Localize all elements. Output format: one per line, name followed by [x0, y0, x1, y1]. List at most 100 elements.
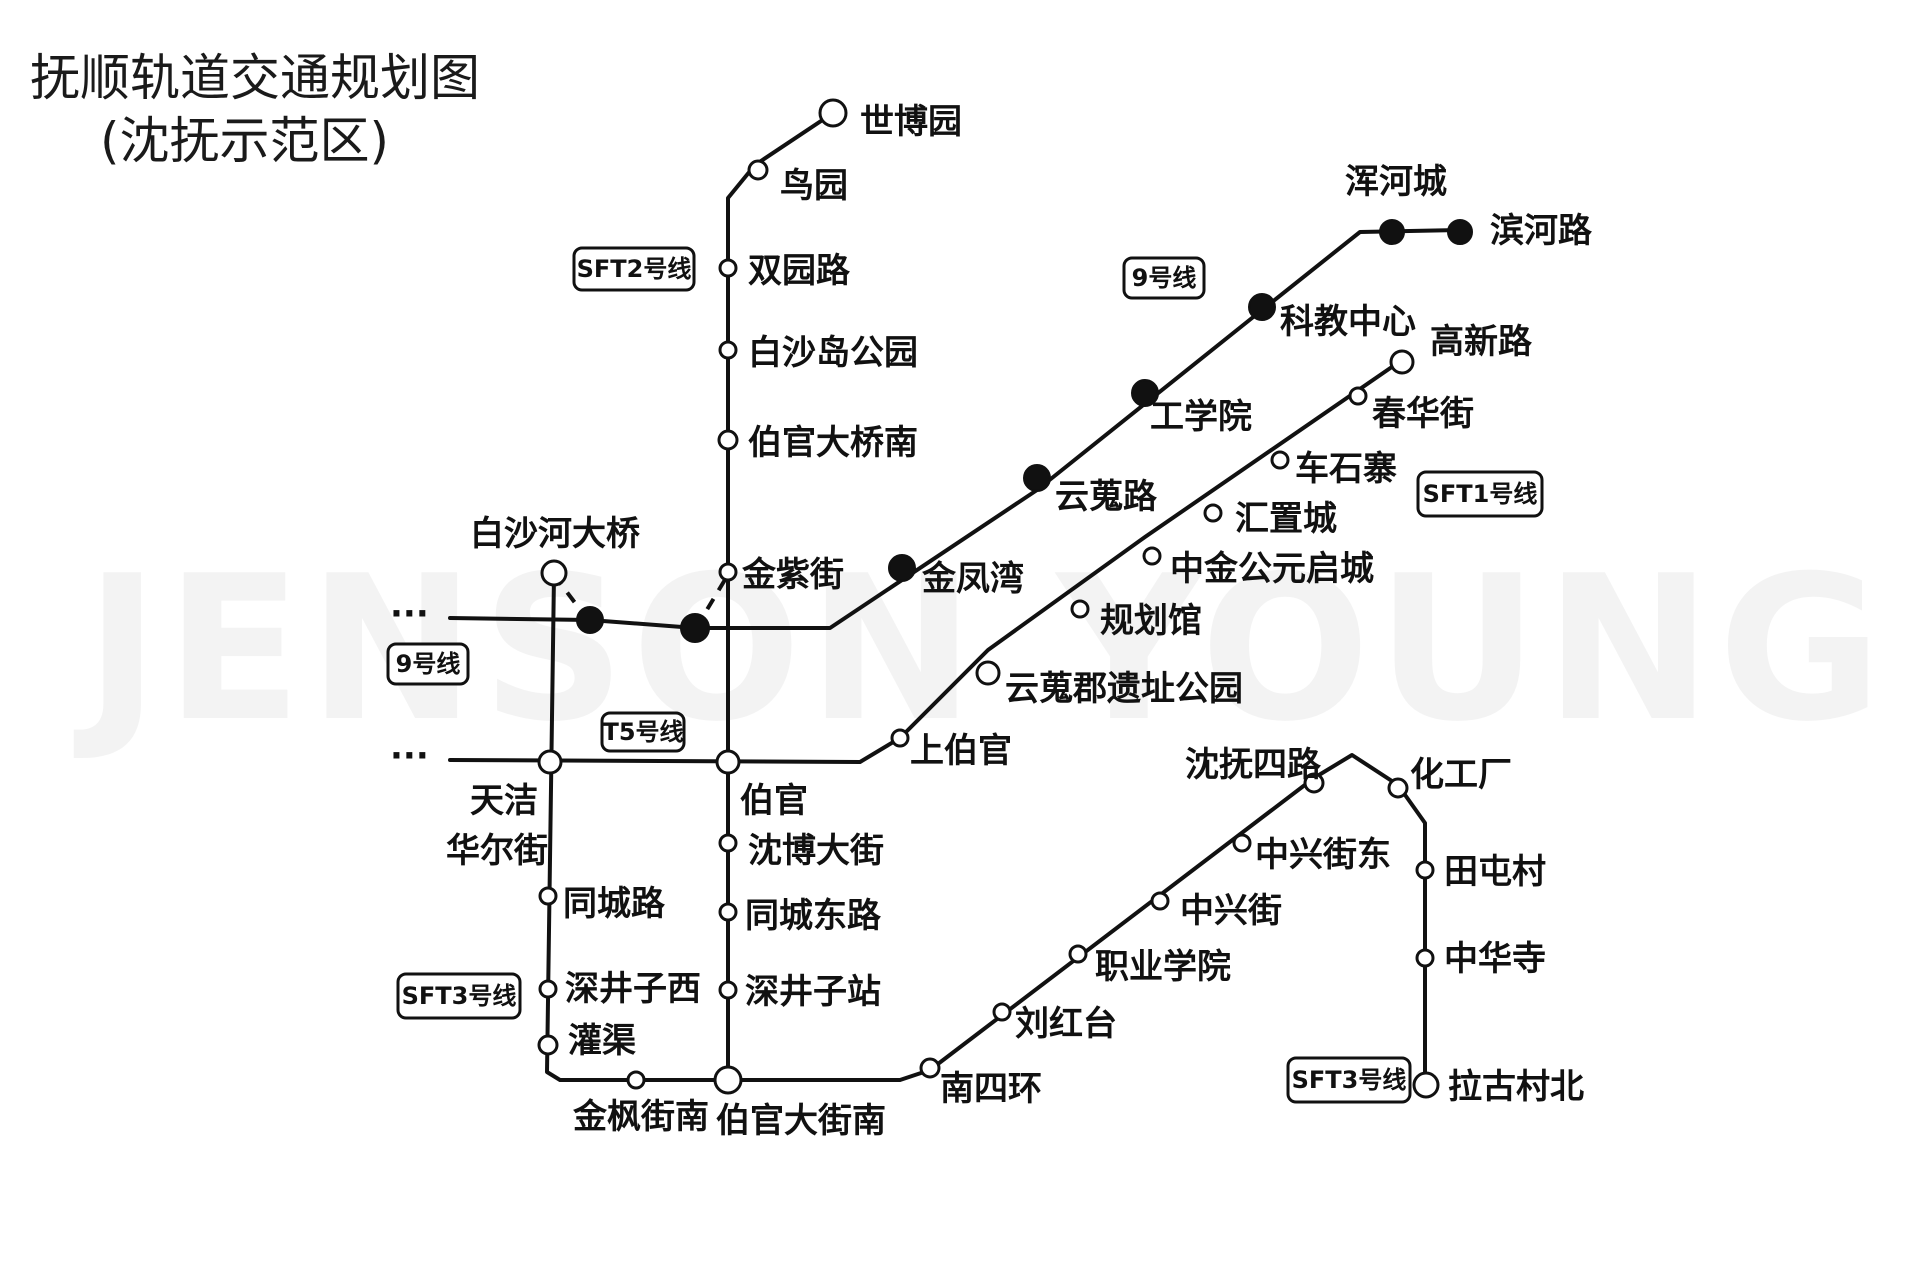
badge-sft3-left: SFT3号线 — [396, 972, 522, 1020]
badge-line9-top-label: 9号线 — [1132, 264, 1197, 292]
station-marker-line9-a[interactable] — [576, 606, 604, 634]
station-label-niaoyuan: 鸟园 — [780, 166, 848, 206]
station-marker-jinzi[interactable] — [718, 562, 738, 582]
station-label-kejiao: 科教中心 — [1280, 302, 1416, 342]
station-marker-chunhua[interactable] — [1348, 386, 1368, 406]
station-marker-gongxueyuan[interactable] — [1131, 379, 1159, 407]
station-marker-hunhecheng[interactable] — [1379, 219, 1405, 245]
station-marker-shuangyuan[interactable] — [718, 258, 738, 278]
station-label-huaer: 华尔街 — [446, 831, 548, 871]
station-marker-yunsui[interactable] — [1023, 464, 1051, 492]
badge-sft2-label: SFT2号线 — [577, 255, 692, 283]
badge-sft1-label: SFT1号线 — [1423, 480, 1538, 508]
station-label-site-park: 云蒐郡遗址公园 — [1005, 669, 1243, 709]
station-marker-tiantun[interactable] — [1415, 860, 1435, 880]
station-marker-shibo[interactable] — [818, 98, 848, 128]
station-label-huagong: 化工厂 — [1410, 755, 1512, 795]
station-marker-tongcheng-dong[interactable] — [718, 902, 738, 922]
station-label-tongcheng-dong: 同城东路 — [745, 896, 882, 936]
watermark: JENSON YOUNG — [73, 533, 1888, 766]
station-label-zhonghua: 中华寺 — [1444, 939, 1546, 979]
station-marker-line9-b[interactable] — [680, 613, 710, 643]
badge-sft2: SFT2号线 — [572, 246, 696, 292]
station-label-zhongxing: 中兴街 — [1180, 891, 1282, 931]
station-marker-shenbo[interactable] — [718, 833, 738, 853]
station-marker-huagong[interactable] — [1387, 777, 1409, 799]
line-sft1 — [898, 358, 1404, 740]
station-marker-zhonghe[interactable] — [1142, 546, 1162, 566]
station-label-shenbo: 沈博大街 — [748, 831, 884, 871]
station-marker-shenjingzi-xi[interactable] — [538, 979, 558, 999]
badge-sft3-right-label: SFT3号线 — [1292, 1066, 1407, 1094]
station-label-jinfengwan: 金凤湾 — [921, 559, 1024, 599]
station-label-lagu: 拉古村北 — [1448, 1067, 1584, 1107]
station-label-boguan: 伯官 — [740, 781, 808, 821]
station-marker-kejiao[interactable] — [1248, 293, 1276, 321]
station-label-hunhecheng: 浑河城 — [1345, 162, 1447, 202]
map-subtitle: (沈抚示范区) — [100, 112, 389, 170]
station-marker-jinfeng-nan[interactable] — [626, 1070, 646, 1090]
station-marker-liuhongtai[interactable] — [992, 1002, 1012, 1022]
station-marker-shenfu[interactable] — [1303, 772, 1325, 794]
badge-sft1: SFT1号线 — [1416, 470, 1544, 518]
station-label-tianjie: 天洁 — [470, 781, 538, 821]
line-t5 — [448, 736, 902, 764]
station-marker-baisha-park[interactable] — [718, 340, 738, 360]
station-label-shenjingzi-zhan: 深井子站 — [745, 972, 881, 1012]
station-marker-boguan-daqiao[interactable] — [717, 429, 739, 451]
badge-line9-top: 9号线 — [1122, 256, 1206, 300]
station-label-yunsui: 云蒐路 — [1055, 477, 1158, 517]
line-9 — [448, 228, 1462, 630]
station-marker-gaoxin[interactable] — [1389, 349, 1415, 375]
station-label-jinfeng-nan: 金枫街南 — [572, 1097, 709, 1137]
line-sft2 — [726, 111, 835, 1082]
station-marker-guanqu[interactable] — [537, 1034, 559, 1056]
station-marker-baishahe[interactable] — [540, 559, 568, 587]
station-label-tiantun: 田屯村 — [1444, 852, 1546, 892]
station-label-huizhi: 汇置城 — [1235, 499, 1337, 539]
station-label-guanqu: 灌渠 — [568, 1021, 636, 1061]
station-label-boguan-dajie-nan: 伯官大街南 — [716, 1101, 886, 1141]
station-marker-zhonghua[interactable] — [1415, 948, 1435, 968]
station-marker-chezhai[interactable] — [1270, 450, 1290, 470]
station-marker-lagu[interactable] — [1412, 1071, 1440, 1099]
station-label-shibo: 世博园 — [860, 102, 962, 142]
station-marker-boguan-dajie-nan[interactable] — [713, 1065, 743, 1095]
station-marker-binhelu[interactable] — [1447, 219, 1473, 245]
station-marker-zhiye[interactable] — [1068, 944, 1088, 964]
station-label-gaoxin: 高新路 — [1430, 322, 1533, 362]
map-title: 抚顺轨道交通规划图 — [30, 49, 480, 107]
station-label-baishahe: 白沙河大桥 — [470, 514, 640, 554]
badge-t5-label: T5号线 — [602, 718, 683, 746]
station-label-tongcheng: 同城路 — [563, 884, 666, 924]
badge-line9-left: 9号线 — [386, 642, 470, 686]
station-marker-tongcheng[interactable] — [538, 886, 558, 906]
station-marker-site-park[interactable] — [975, 660, 1001, 686]
station-label-zhiye: 职业学院 — [1095, 947, 1231, 987]
station-marker-niaoyuan[interactable] — [747, 159, 769, 181]
station-marker-guihua[interactable] — [1070, 599, 1090, 619]
station-label-baisha-park: 白沙岛公园 — [748, 333, 918, 373]
station-marker-tianjie[interactable] — [537, 749, 563, 775]
station-marker-shenjingzi-zhan[interactable] — [718, 980, 738, 1000]
station-marker-jinfengwan[interactable] — [888, 554, 916, 582]
station-marker-huizhi[interactable] — [1203, 503, 1223, 523]
badge-t5: T5号线 — [600, 711, 686, 753]
badge-line9-left-label: 9号线 — [396, 650, 461, 678]
station-marker-zhongxing-dong[interactable] — [1232, 833, 1252, 853]
station-marker-boguan[interactable] — [715, 749, 741, 775]
station-label-jinzi: 金紫街 — [741, 555, 844, 595]
station-label-liuhongtai: 刘红台 — [1015, 1004, 1117, 1044]
station-label-chezhai: 车石寨 — [1295, 449, 1397, 489]
station-label-shuangyuan: 双园路 — [748, 251, 851, 291]
station-marker-nansihuan[interactable] — [919, 1057, 941, 1079]
station-label-binhelu: 滨河路 — [1490, 211, 1593, 251]
badge-sft3-left-label: SFT3号线 — [402, 982, 517, 1010]
station-label-shenjingzi-xi: 深井子西 — [565, 969, 701, 1009]
t5-continuation: ··· — [390, 736, 429, 776]
station-label-gongxueyuan: 工学院 — [1150, 397, 1252, 437]
station-marker-zhongxing[interactable] — [1150, 891, 1170, 911]
station-label-shang-boguan: 上伯官 — [910, 731, 1012, 771]
station-marker-shang-boguan[interactable] — [890, 728, 910, 748]
